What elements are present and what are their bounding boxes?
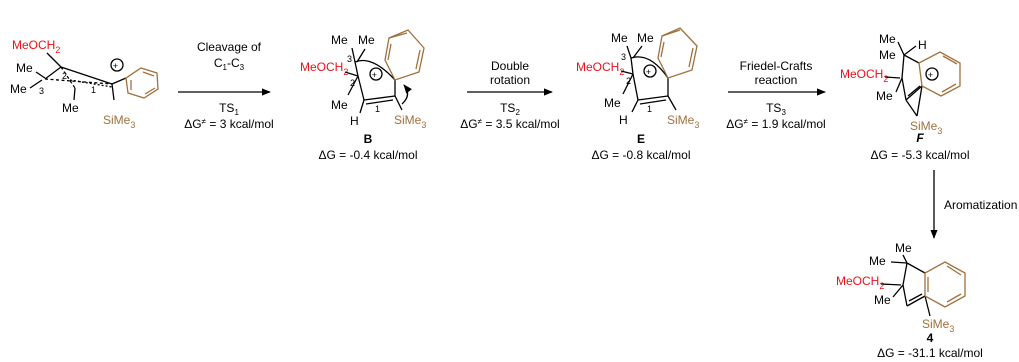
phenyl-ring-icon <box>918 51 961 97</box>
svg-text:Me: Me <box>331 33 348 47</box>
svg-text:MeOCH2: MeOCH2 <box>840 67 888 84</box>
phenyl-ring-icon <box>384 29 425 81</box>
compound-b-energy: ΔG = -0.4 kcal/mol <box>318 148 417 162</box>
svg-text:3: 3 <box>621 52 626 62</box>
cation-charge-icon <box>369 67 383 81</box>
svg-text:SiMe3: SiMe3 <box>394 113 426 130</box>
svg-text:Me: Me <box>879 48 896 62</box>
svg-text:Me: Me <box>331 98 348 112</box>
svg-text:1: 1 <box>647 104 652 114</box>
atom-number-2: 2 <box>62 71 67 81</box>
reaction-step-1: Cleavage of C1-C3 TS1 ΔG≠ = 3 kcal/mol <box>178 40 274 131</box>
reaction-step-3: Friedel-Crafts reaction TS3 ΔG≠ = 1.9 kc… <box>726 59 826 131</box>
compound-b-label: B <box>364 132 373 146</box>
step1-barrier: ΔG≠ = 3 kcal/mol <box>184 117 273 131</box>
atom-number-1: 1 <box>91 85 96 95</box>
svg-text:SiMe3: SiMe3 <box>667 113 699 130</box>
compound-f-label: F <box>916 131 924 145</box>
compound-f-energy: ΔG = -5.3 kcal/mol <box>870 148 969 162</box>
compound-4-energy: ΔG = -31.1 kcal/mol <box>877 346 983 360</box>
svg-text:Me: Me <box>611 31 628 45</box>
svg-text:+: + <box>113 61 118 71</box>
svg-text:MeOCH2: MeOCH2 <box>836 274 884 291</box>
reaction-step-4: Aromatization <box>930 170 1017 239</box>
step1-condition-line1: Cleavage of <box>197 40 262 54</box>
svg-text:Me: Me <box>358 33 375 47</box>
cation-charge-icon <box>925 67 939 81</box>
product-4: Me Me MeOCH2 Me SiMe3 4 ΔG = -31.1 kcal/… <box>836 241 983 360</box>
aromatization-label: Aromatization <box>944 198 1017 212</box>
svg-text:Me: Me <box>879 32 896 46</box>
sime3-label: SiMe3 <box>103 113 135 130</box>
svg-text:TS3: TS3 <box>766 101 786 117</box>
svg-text:Friedel-Crafts: Friedel-Crafts <box>740 59 813 73</box>
starting-material: MeOCH2 Me Me Me 2 3 1 + SiMe3 <box>10 38 159 130</box>
svg-text:MeOCH2: MeOCH2 <box>576 60 624 77</box>
meoch2-label: MeOCH2 <box>12 38 60 55</box>
svg-text:Me: Me <box>895 241 912 255</box>
cation-charge-icon <box>110 58 124 72</box>
svg-text:3: 3 <box>347 54 352 64</box>
me-black-label: Me <box>10 82 27 96</box>
svg-text:H: H <box>350 114 359 128</box>
svg-text:+: + <box>372 70 377 80</box>
svg-text:Double: Double <box>491 59 529 73</box>
svg-text:Me: Me <box>876 89 893 103</box>
intermediate-b: Me Me 3 MeOCH2 2 + Me H 1 SiMe3 B ΔG = -… <box>300 29 426 162</box>
phenyl-ring-icon <box>657 27 698 79</box>
step1-condition-line2: C1-C3 <box>214 56 245 72</box>
intermediate-e: Me Me 3 MeOCH2 2 + Me H 1 SiMe3 E ΔG = -… <box>576 27 699 162</box>
compound-e-energy: ΔG = -0.8 kcal/mol <box>591 148 690 162</box>
svg-text:1: 1 <box>375 104 380 114</box>
step1-ts: TS1 <box>219 101 239 117</box>
svg-text:+: + <box>928 70 933 80</box>
svg-text:ΔG≠ = 1.9 kcal/mol: ΔG≠ = 1.9 kcal/mol <box>726 117 825 131</box>
svg-text:+: + <box>646 67 651 77</box>
reaction-step-2: Double rotation TS2 ΔG≠ = 3.5 kcal/mol <box>460 59 559 131</box>
svg-text:rotation: rotation <box>490 73 530 87</box>
svg-text:H: H <box>918 38 927 52</box>
svg-text:Me: Me <box>637 31 654 45</box>
svg-text:MeOCH2: MeOCH2 <box>300 60 348 77</box>
svg-text:H: H <box>619 113 628 127</box>
me-green-label: Me <box>16 61 33 75</box>
intermediate-f: Me Me H MeOCH2 Me SiMe3 + F ΔG = -5.3 kc… <box>840 32 970 162</box>
svg-text:2: 2 <box>350 78 355 88</box>
svg-text:reaction: reaction <box>755 73 798 87</box>
svg-text:ΔG≠ = 3.5 kcal/mol: ΔG≠ = 3.5 kcal/mol <box>460 117 559 131</box>
svg-text:Me: Me <box>604 96 621 110</box>
benzene-ring-icon <box>924 261 966 308</box>
atom-number-3: 3 <box>39 86 44 96</box>
compound-4-label: 4 <box>927 331 934 345</box>
svg-text:2: 2 <box>626 76 631 86</box>
compound-e-label: E <box>637 132 645 146</box>
svg-text:SiMe3: SiMe3 <box>922 317 954 334</box>
phenyl-ring-icon <box>125 67 159 99</box>
svg-text:Me: Me <box>869 254 886 268</box>
cation-charge-icon <box>643 64 657 78</box>
svg-text:SiMe3: SiMe3 <box>910 119 942 136</box>
svg-text:TS2: TS2 <box>500 101 520 117</box>
me-blue-label: Me <box>62 101 79 115</box>
svg-text:Me: Me <box>874 293 891 307</box>
